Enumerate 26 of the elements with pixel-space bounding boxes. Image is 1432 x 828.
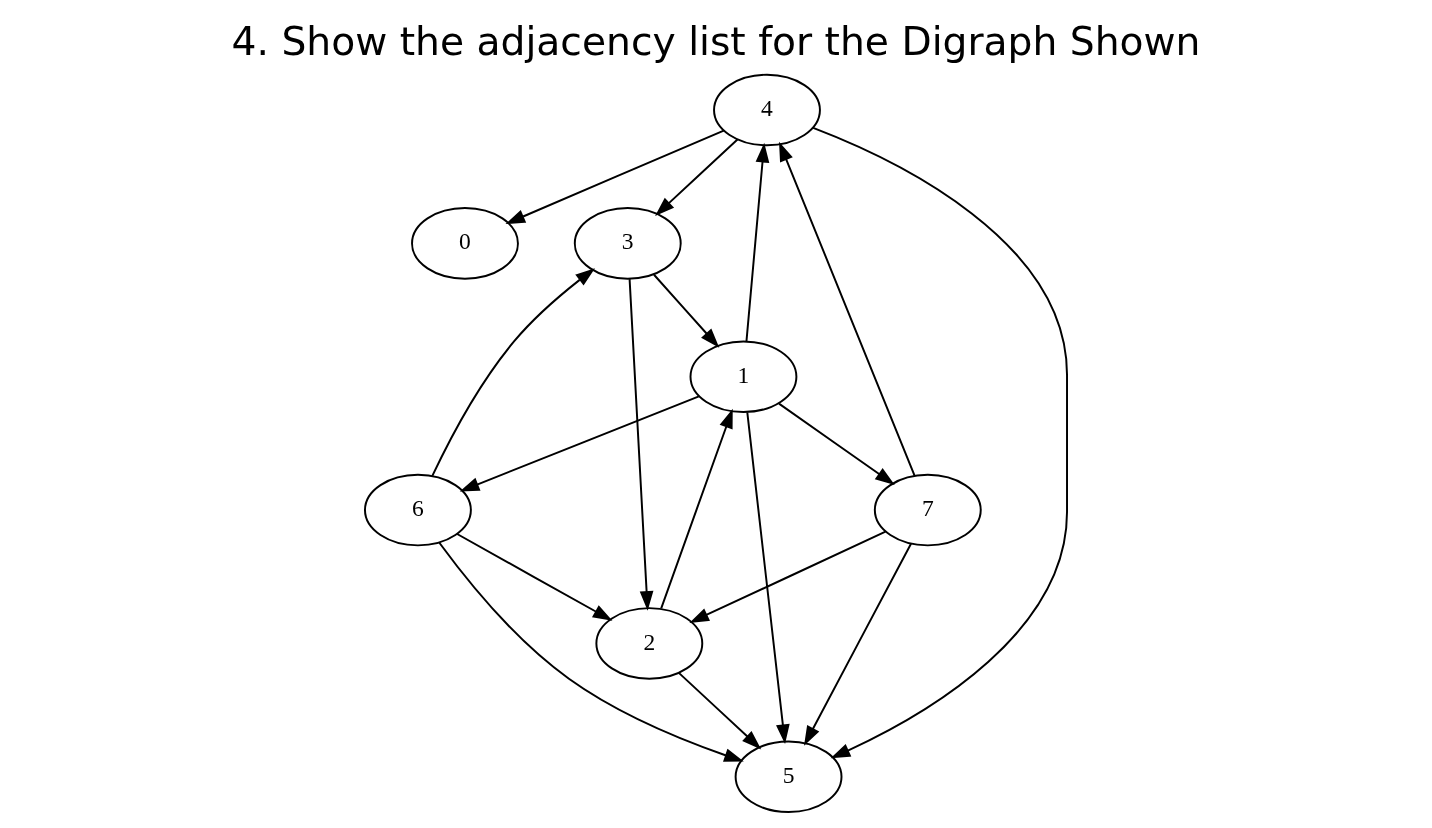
node-ellipse: 2 (595, 607, 704, 680)
diagram-title: 4. Show the adjacency list for the Digraph Shown (231, 19, 1201, 65)
arrow (812, 126, 1068, 759)
arrow (779, 141, 916, 477)
arrow (456, 533, 613, 621)
arrow (628, 278, 654, 611)
node-ellipse: 0 (411, 207, 519, 280)
node-ellipse: 5 (734, 740, 843, 814)
arrow (660, 408, 733, 610)
arrow (655, 138, 739, 217)
arrow (778, 402, 895, 485)
node-ellipse: 7 (873, 473, 982, 547)
node-ellipse: 6 (364, 473, 472, 547)
arrow (438, 541, 744, 762)
arrow (505, 129, 725, 225)
node-ellipse: 1 (689, 340, 798, 414)
arrow (746, 411, 790, 745)
arrow (431, 268, 595, 477)
arrow (804, 542, 912, 746)
arrow (459, 395, 700, 492)
arrow (653, 273, 720, 348)
arrow (689, 530, 887, 623)
arrow (745, 142, 770, 343)
node-ellipse: 4 (713, 73, 821, 147)
node-ellipse: 3 (573, 207, 682, 280)
arrow (677, 671, 762, 750)
